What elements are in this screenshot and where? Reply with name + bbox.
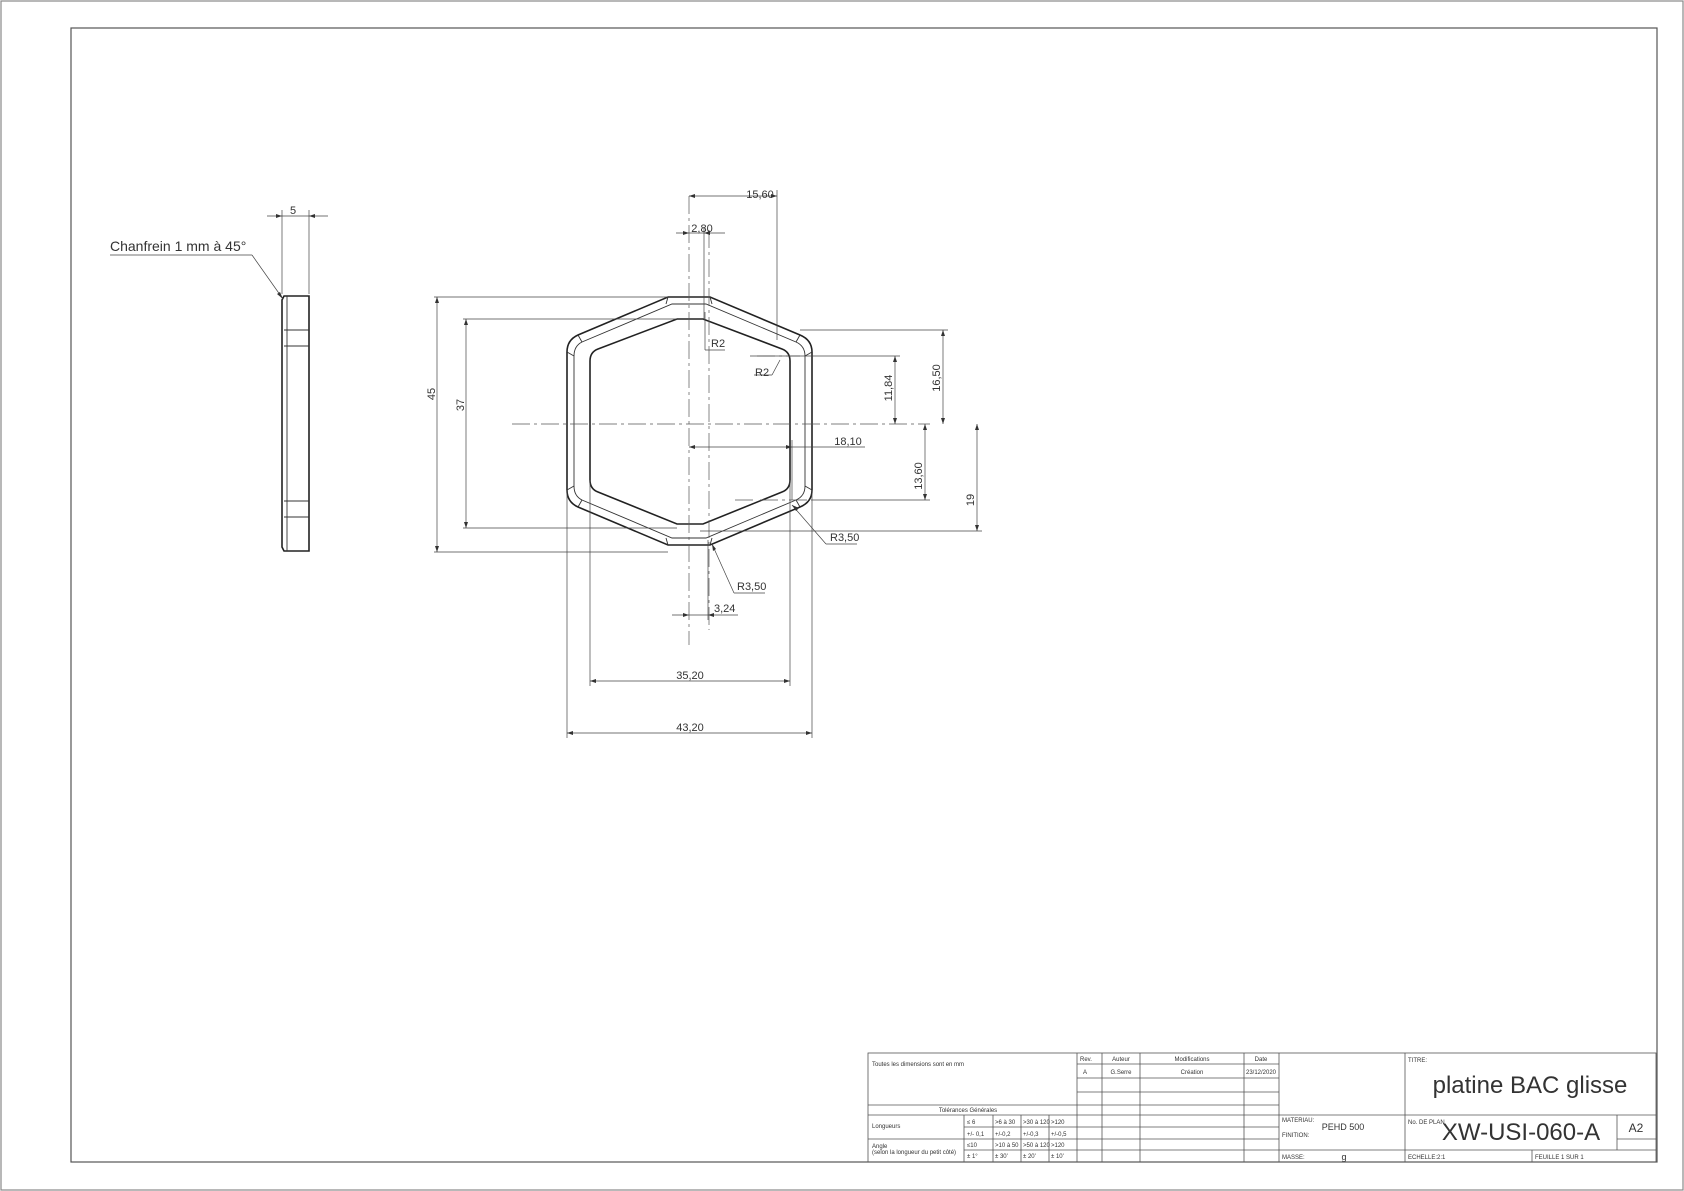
titre-label: TITRE: — [1408, 1058, 1427, 1064]
materiau-value: PEHD 500 — [1322, 1122, 1365, 1132]
dim-13-60: 13,60 — [913, 462, 925, 490]
dim-3-24: 3,24 — [714, 603, 735, 615]
radius-r350-bottom: R3,50 — [737, 581, 766, 593]
sheet-format: A2 — [1629, 1121, 1644, 1135]
dim-16-50: 16,50 — [931, 364, 943, 392]
ang-tol-1: ± 1° — [967, 1154, 978, 1160]
len-range-3: >30 à 120 — [1023, 1120, 1051, 1126]
ang-tol-4: ± 10' — [1051, 1154, 1064, 1160]
ang-tol-2: ± 30' — [995, 1154, 1008, 1160]
rev-header: Rev. — [1080, 1057, 1092, 1063]
dim-35-20: 35,20 — [676, 670, 704, 682]
sheet-number-label: FEUILLE 1 SUR 1 — [1535, 1155, 1584, 1161]
longueurs-label: Longueurs — [872, 1124, 900, 1130]
chamfer-note: Chanfrein 1 mm à 45° — [110, 238, 246, 254]
front-view — [434, 190, 982, 738]
ang-tol-3: ± 20' — [1023, 1154, 1036, 1160]
side-view — [110, 210, 328, 552]
drawing-title: platine BAC glisse — [1433, 1072, 1628, 1099]
units-note: Toutes les dimensions sont en mm — [872, 1062, 964, 1068]
title-block — [867, 1052, 1657, 1163]
ang-range-4: >120 — [1051, 1143, 1065, 1149]
ang-range-1: ≤10 — [967, 1143, 978, 1149]
masse-value: g — [1341, 1152, 1346, 1162]
drawing-frame — [70, 27, 1658, 1163]
dim-45: 45 — [426, 388, 438, 400]
ang-range-3: >50 à 120 — [1023, 1143, 1051, 1149]
author-value: G.Serre — [1110, 1070, 1132, 1076]
len-tol-3: +/-0,3 — [1023, 1132, 1039, 1138]
materiau-label: MATERIAU: — [1282, 1118, 1315, 1124]
dim-19: 19 — [965, 494, 977, 506]
len-range-4: >120 — [1051, 1120, 1065, 1126]
len-range-1: ≤ 6 — [967, 1120, 976, 1126]
len-range-2: >6 à 30 — [995, 1120, 1016, 1126]
dim-37: 37 — [455, 399, 467, 411]
finition-label: FINITION: — [1282, 1133, 1310, 1139]
scale-label: ECHELLE:2:1 — [1408, 1155, 1446, 1161]
dim-43-20: 43,20 — [676, 722, 704, 734]
len-tol-2: +/-0,2 — [995, 1132, 1011, 1138]
modifications-value: Création — [1181, 1070, 1204, 1076]
dim-18-10: 18,10 — [834, 436, 862, 448]
angle-label: Angle — [872, 1144, 888, 1150]
radius-r2-corner: R2 — [755, 367, 769, 379]
tolerances-header: Tolérances Générales — [939, 1108, 997, 1114]
rev-value: A — [1083, 1070, 1087, 1076]
radius-r2-top: R2 — [711, 338, 725, 350]
date-header: Date — [1255, 1057, 1268, 1063]
dim-15-60: 15,60 — [746, 189, 774, 201]
plan-number: XW-USI-060-A — [1442, 1119, 1600, 1146]
dim-side-thickness: 5 — [290, 205, 296, 217]
masse-label: MASSE: — [1282, 1155, 1305, 1161]
author-header: Auteur — [1112, 1057, 1130, 1063]
plan-number-label: No. DE PLAN — [1408, 1120, 1445, 1126]
date-value: 23/12/2020 — [1246, 1070, 1277, 1076]
dim-2-80: 2,80 — [691, 223, 712, 235]
modifications-header: Modifications — [1174, 1057, 1209, 1063]
len-tol-4: +/-0,5 — [1051, 1132, 1067, 1138]
angle-sub-label: (selon la longueur du petit côté) — [872, 1150, 956, 1156]
dim-11-84: 11,84 — [883, 375, 895, 402]
ang-range-2: >10 à 50 — [995, 1143, 1019, 1149]
radius-r350-right: R3,50 — [830, 532, 859, 544]
len-tol-1: +/- 0,1 — [967, 1132, 985, 1138]
